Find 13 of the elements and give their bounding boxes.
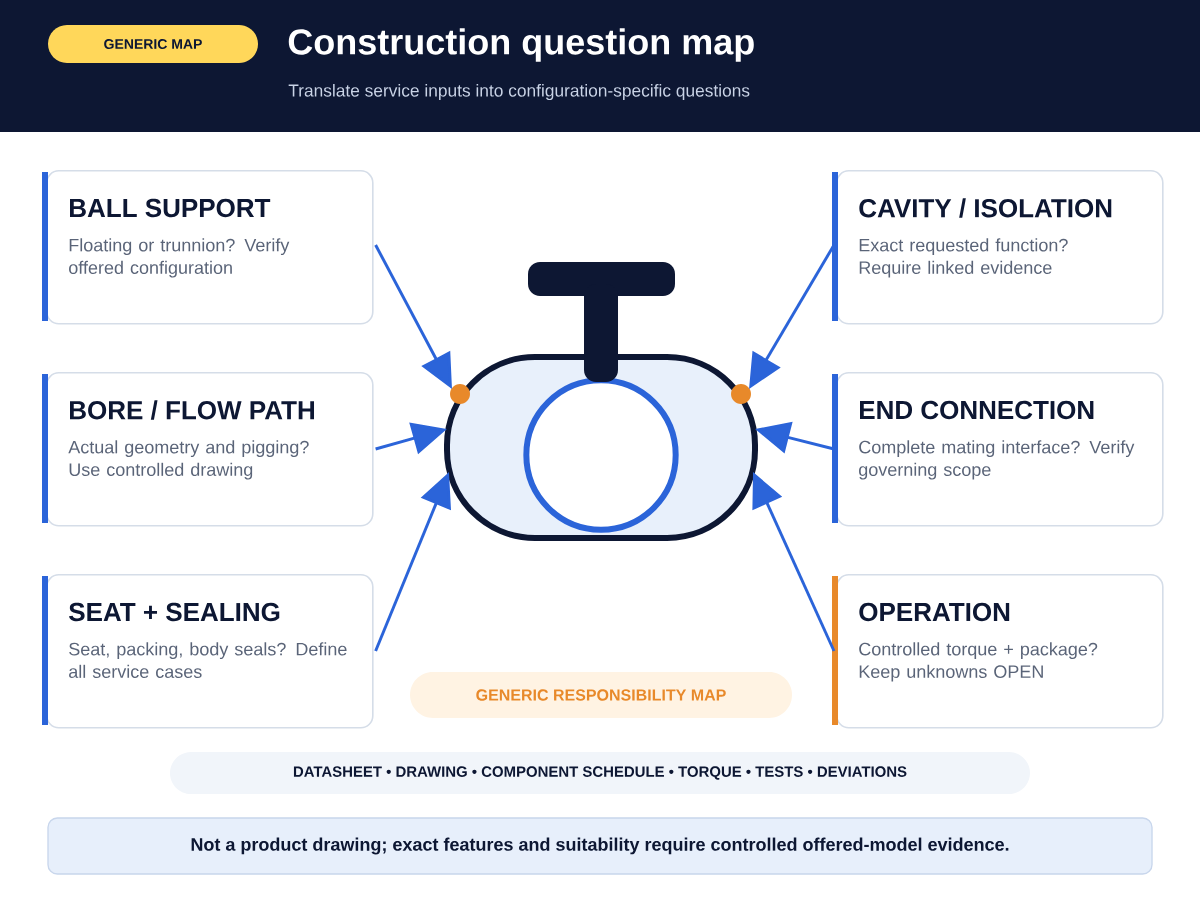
valve-drawing — [444, 262, 758, 541]
title: Construction question map — [288, 28, 754, 62]
question-card: SEAT + SEALING Seat, packing, body seals? Define all service cases — [42, 574, 374, 729]
question-card: BORE / FLOW PATH Actual geometry and pigging? Use controlled drawing — [42, 372, 374, 527]
subtitle: Translate service inputs into configuration-specific questions — [288, 83, 750, 101]
note-box: Not a product drawing; exact features and suitability require controlled offered-model evidence. — [47, 817, 1153, 875]
question-card: OPERATION Controlled torque + package? Keep unknowns OPEN — [832, 574, 1164, 729]
question-card: CAVITY / ISOLATION Exact requested function? Require linked evidence — [832, 170, 1164, 325]
deliverables-strip: DATASHEET • DRAWING • COMPONENT SCHEDULE • TORQUE • TESTS • DEVIATIONS — [170, 752, 1030, 794]
question-card: BALL SUPPORT Floating or trunnion? Verify offered configuration — [42, 170, 374, 325]
stamp-pill: GENERIC RESPONSIBILITY MAP — [410, 672, 792, 718]
question-card: END CONNECTION Complete mating interface? Verify governing scope — [832, 372, 1164, 527]
badge: GENERIC MAP — [48, 25, 258, 63]
